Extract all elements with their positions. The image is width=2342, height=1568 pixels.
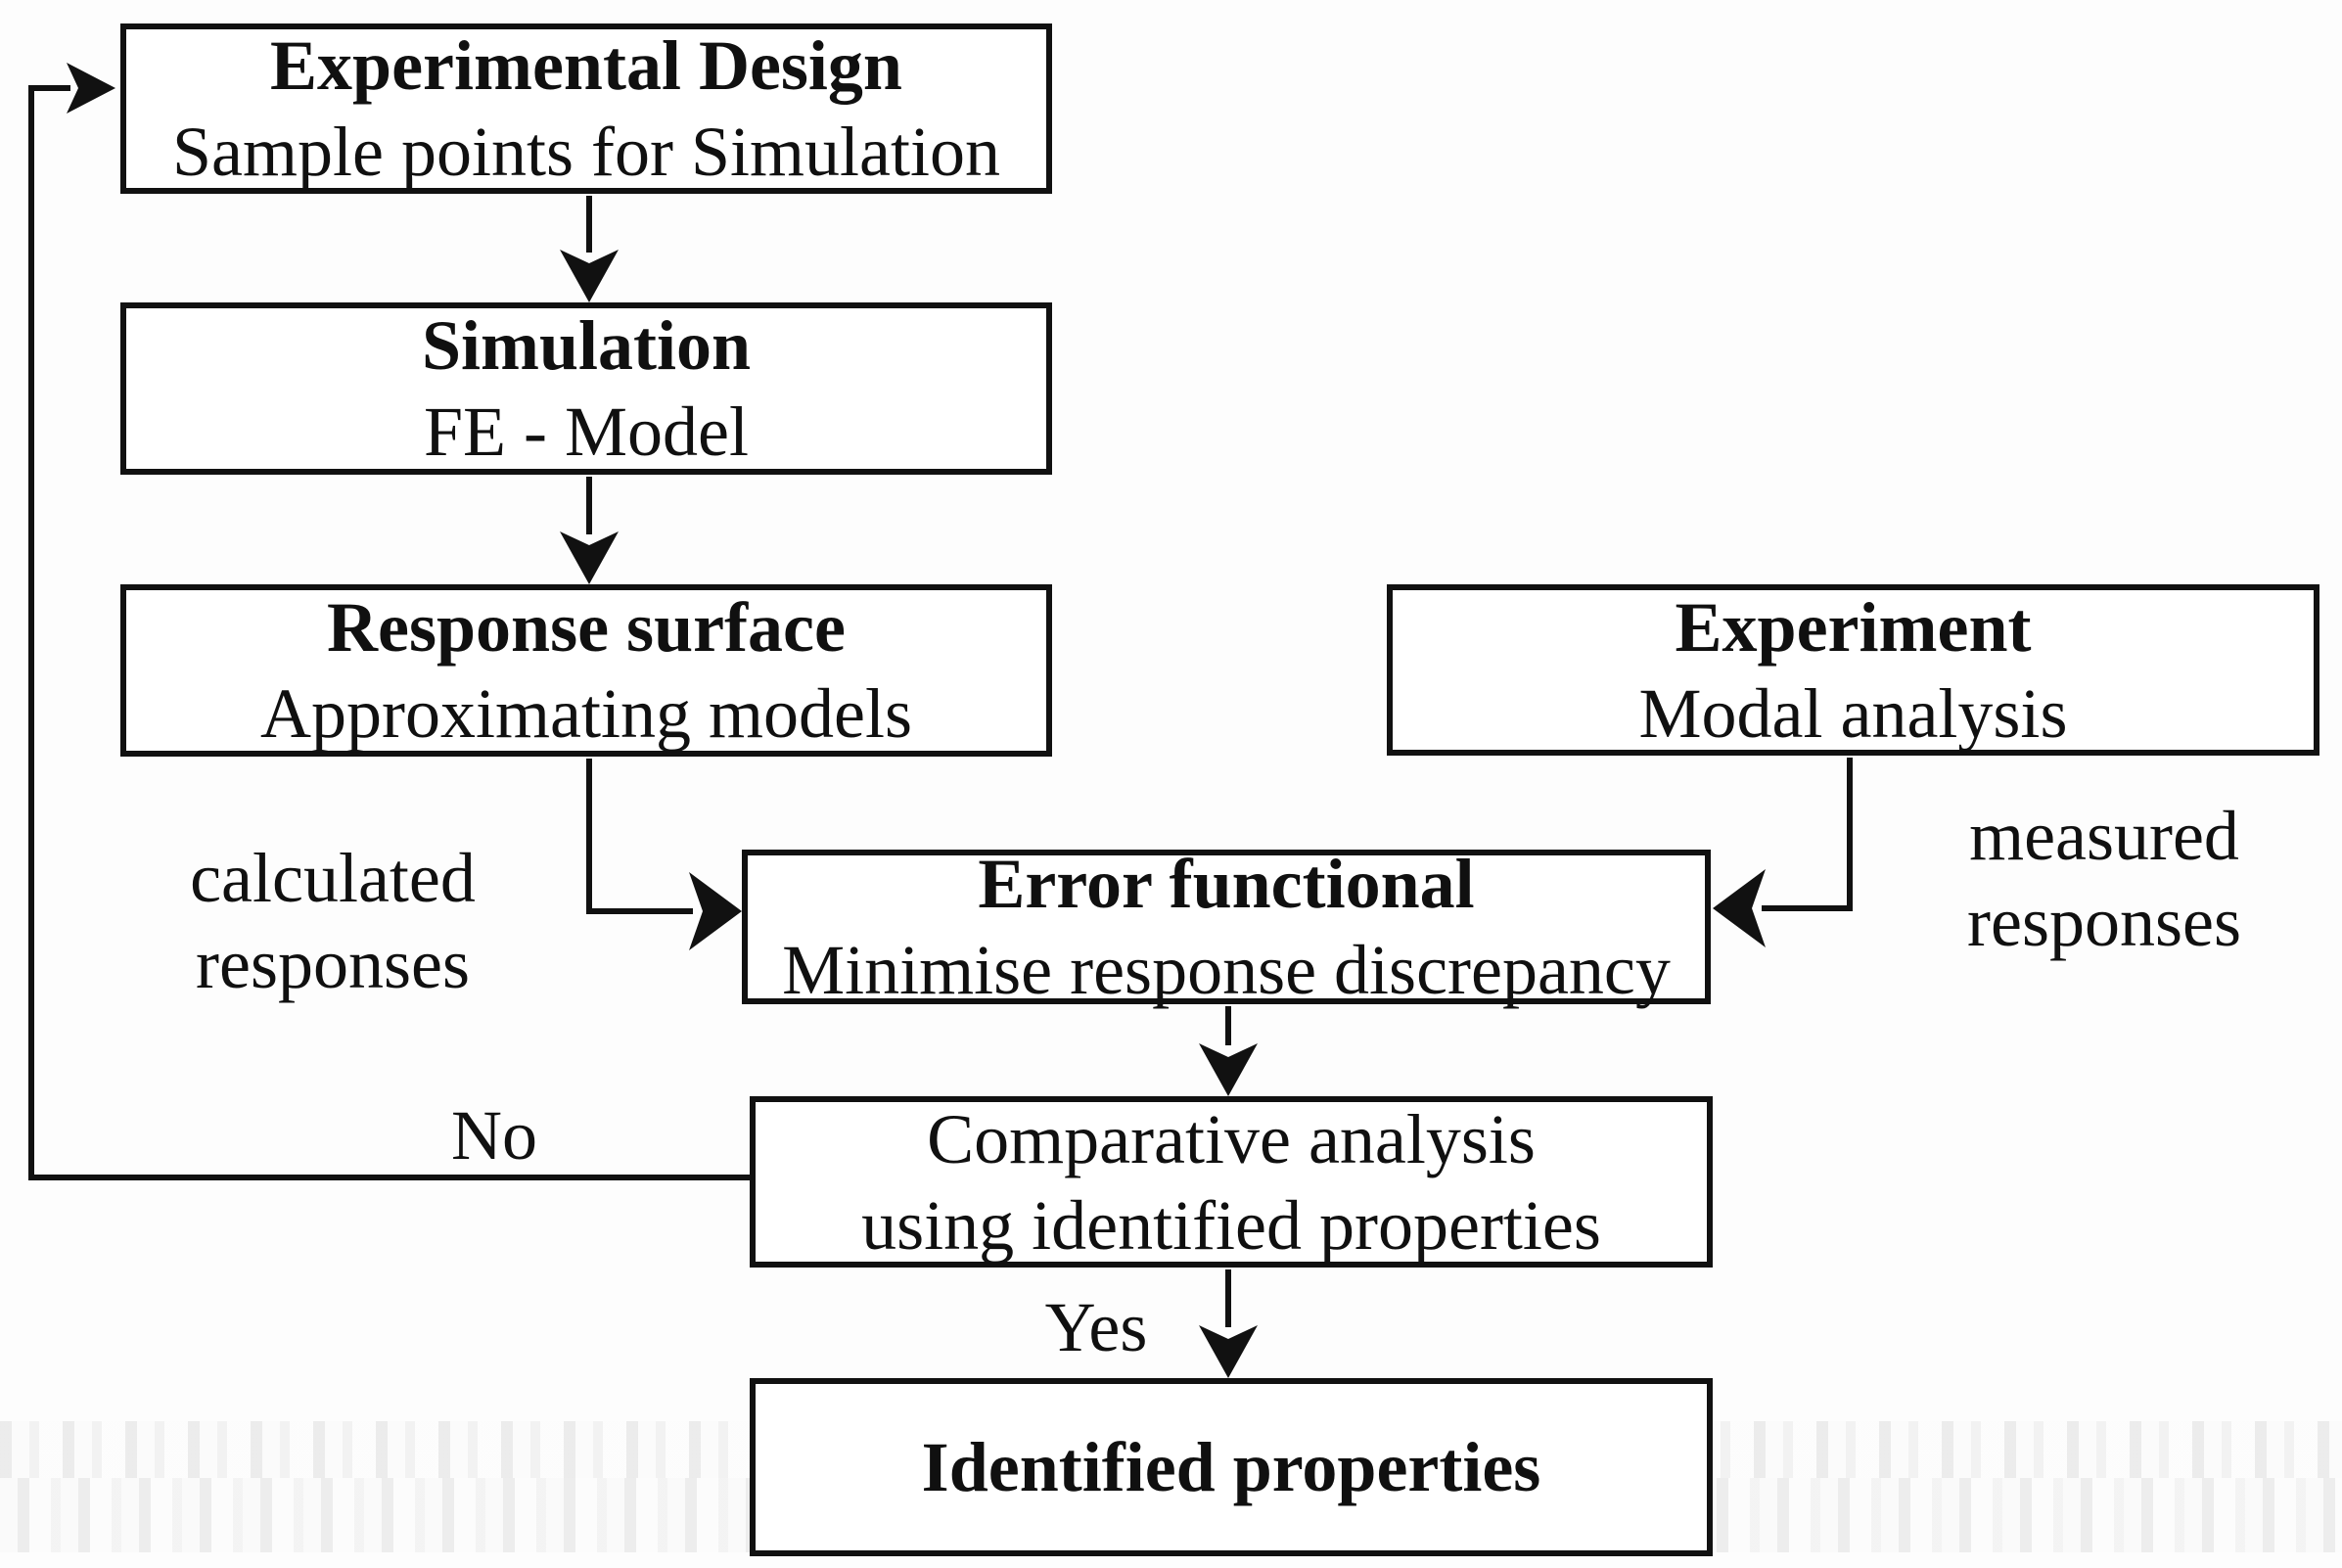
node-subtitle: Modal analysis	[1638, 673, 2068, 753]
edge-label-calculated-responses: calculated responses	[127, 835, 538, 1007]
node-subtitle: Sample points for Simulation	[172, 113, 1000, 191]
node-title: Simulation	[421, 306, 752, 385]
edge-label-no: No	[451, 1096, 537, 1175]
node-title: Experiment	[1675, 587, 2032, 667]
edge-label-line: measured	[1969, 797, 2239, 875]
node-title: Error functional	[978, 845, 1475, 923]
arrow-feedback-no-loop	[28, 63, 750, 1180]
node-simulation: Simulation FE - Model	[120, 302, 1052, 475]
arrow-experiment-to-error-functional	[1713, 758, 1853, 947]
node-title: Response surface	[327, 588, 846, 667]
node-subtitle: FE - Model	[424, 392, 749, 471]
edge-label-line: calculated	[190, 839, 476, 917]
node-experimental-design: Experimental Design Sample points for Si…	[120, 23, 1052, 194]
edge-label-line: responses	[1967, 883, 2241, 961]
node-identified-properties: Identified properties	[750, 1378, 1713, 1556]
node-subtitle: Approximating models	[260, 674, 912, 753]
node-experiment: Experiment Modal analysis	[1387, 584, 2319, 756]
edge-label-measured-responses: measured responses	[1908, 793, 2300, 965]
node-line1: Comparative analysis	[927, 1099, 1536, 1178]
node-title: Identified properties	[921, 1428, 1541, 1506]
arrow-simulation-to-response-surface	[560, 477, 619, 584]
node-subtitle: Minimise response discrepancy	[782, 931, 1671, 1009]
arrow-design-to-simulation	[560, 196, 619, 302]
node-comparative-analysis: Comparative analysis using identified pr…	[750, 1096, 1713, 1268]
arrow-error-functional-to-comparative	[1199, 1006, 1258, 1096]
arrow-response-surface-to-error-functional	[586, 759, 742, 950]
node-error-functional: Error functional Minimise response discr…	[742, 845, 1711, 1009]
edge-label-yes: Yes	[1044, 1288, 1148, 1366]
node-response-surface: Response surface Approximating models	[120, 584, 1052, 757]
node-line2: using identified properties	[861, 1185, 1601, 1265]
arrow-comparative-to-identified	[1199, 1269, 1258, 1378]
edge-label-line: responses	[196, 925, 470, 1003]
node-title: Experimental Design	[270, 26, 902, 105]
